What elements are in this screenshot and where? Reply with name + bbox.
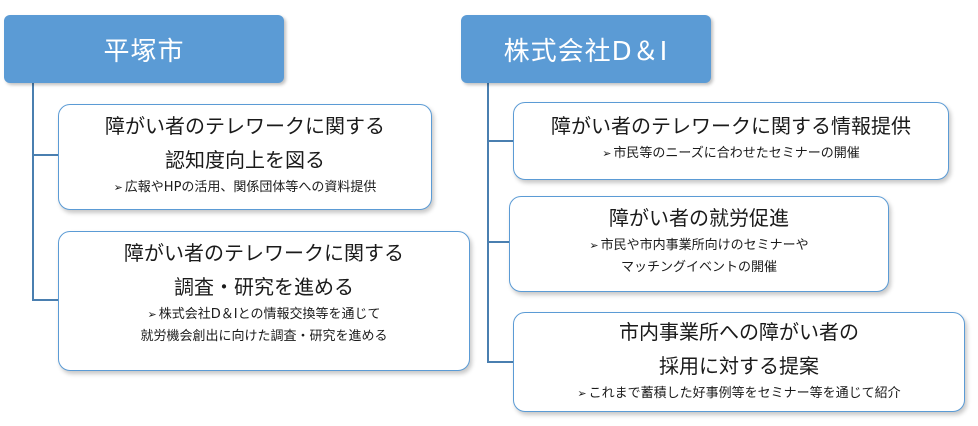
box-detail-line: ➢市民や市内事業所向けのセミナーや xyxy=(589,238,809,253)
box-detail-line: マッチングイベントの開催 xyxy=(620,260,777,275)
right-action-box-information: 障がい者のテレワークに関する情報提供 ➢市民等のニーズに合わせたセミナーの開催 xyxy=(513,102,949,180)
arrow-bullet-icon: ➢ xyxy=(602,147,612,160)
right-connector-branch-1 xyxy=(487,140,513,142)
box-title-line: 認知度向上を図る xyxy=(165,148,325,172)
right-connector-branch-3 xyxy=(487,361,513,363)
box-detail-line: 就労機会創出に向けた調査・研究を進める xyxy=(140,329,388,344)
box-detail-line: ➢これまで蓄積した好事例等をセミナー等を通じて紹介 xyxy=(577,386,901,401)
box-detail-line: ➢市民等のニーズに合わせたセミナーの開催 xyxy=(602,146,860,161)
arrow-bullet-icon: ➢ xyxy=(577,387,587,400)
box-title-line: 調査・研究を進める xyxy=(174,275,354,299)
arrow-bullet-icon: ➢ xyxy=(589,239,599,252)
box-title-line: 障がい者のテレワークに関する xyxy=(105,114,385,138)
box-title-line: 市内事業所への障がい者の xyxy=(619,320,859,344)
box-detail-line: ➢株式会社D＆Iとの情報交換等を通じて xyxy=(147,307,381,322)
box-title-line: 障がい者のテレワークに関する xyxy=(124,241,404,265)
arrow-bullet-icon: ➢ xyxy=(147,308,157,321)
right-connector-branch-2 xyxy=(487,241,509,243)
left-connector-trunk xyxy=(32,83,34,301)
right-action-box-hiring-proposal: 市内事業所への障がい者の 採用に対する提案 ➢これまで蓄積した好事例等をセミナー… xyxy=(513,312,965,412)
left-connector-branch-2 xyxy=(32,299,58,301)
left-action-box-awareness: 障がい者のテレワークに関する 認知度向上を図る ➢広報やHPの活用、関係団体等へ… xyxy=(58,104,432,210)
hiratsuka-city-header: 平塚市 xyxy=(4,15,284,83)
arrow-bullet-icon: ➢ xyxy=(113,181,123,194)
right-connector-trunk xyxy=(487,83,489,363)
box-detail-line: ➢広報やHPの活用、関係団体等への資料提供 xyxy=(113,180,377,195)
box-title-line: 障がい者の就労促進 xyxy=(609,206,789,230)
box-title-line: 障がい者のテレワークに関する情報提供 xyxy=(551,114,911,138)
dandi-company-header: 株式会社D＆I xyxy=(461,15,711,83)
left-connector-branch-1 xyxy=(32,154,58,156)
left-action-box-research: 障がい者のテレワークに関する 調査・研究を進める ➢株式会社D＆Iとの情報交換等… xyxy=(58,231,470,371)
box-title-line: 採用に対する提案 xyxy=(659,354,819,378)
right-action-box-employment: 障がい者の就労促進 ➢市民や市内事業所向けのセミナーや マッチングイベントの開催 xyxy=(509,196,889,292)
